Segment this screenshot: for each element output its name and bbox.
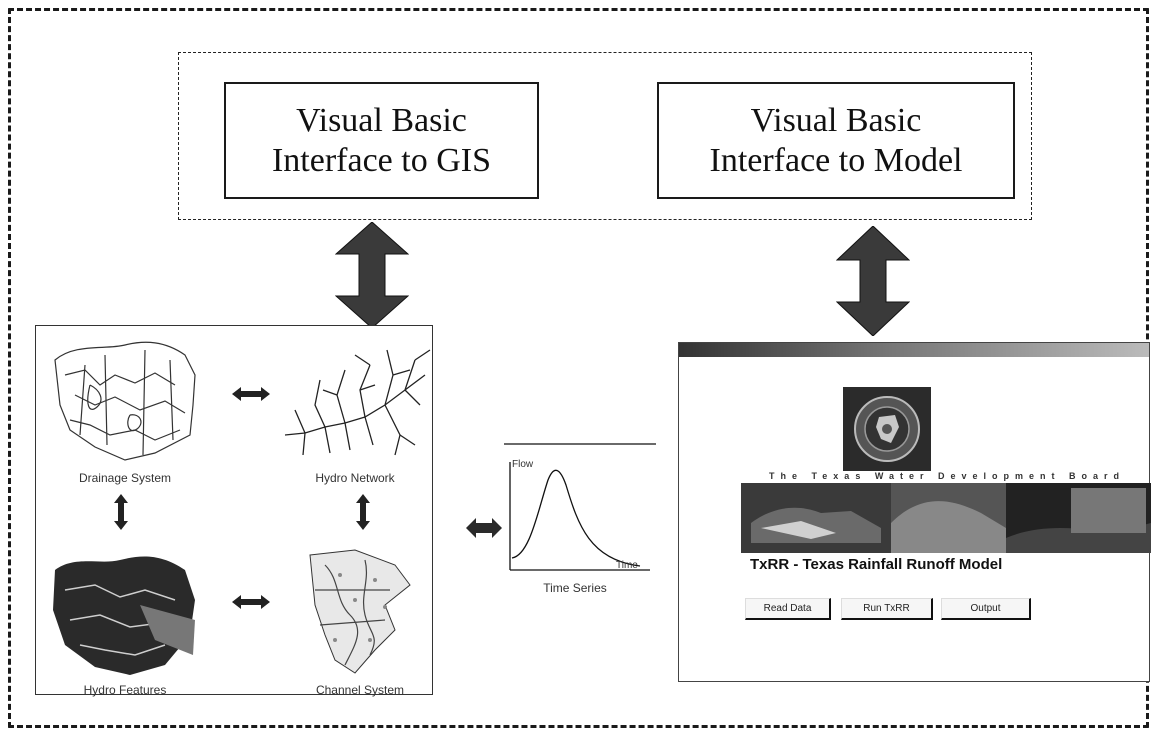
model-interface-box: Visual Basic Interface to Model [657, 82, 1015, 199]
hydro-network-caption: Hydro Network [315, 471, 395, 485]
landscape-photo-strip [741, 483, 1151, 553]
time-series-caption: Time Series [543, 581, 607, 595]
hydro-network-map [284, 349, 431, 456]
time-axis-label: Time [616, 560, 638, 571]
drainage-features-arrow [114, 494, 128, 530]
output-button[interactable]: Output [941, 598, 1031, 620]
app-titlebar [679, 343, 1149, 357]
gis-link-arrow [335, 222, 409, 328]
read-data-button[interactable]: Read Data [745, 598, 831, 620]
model-title: TxRR - Texas Rainfall Runoff Model [750, 556, 1003, 573]
time-series-chart [504, 443, 656, 571]
gis-interface-line1: Visual Basic [296, 101, 467, 139]
model-interface-line2: Interface to Model [709, 141, 963, 179]
gis-interface-line2: Interface to GIS [271, 141, 491, 179]
drainage-network-arrow [232, 387, 270, 401]
hydro-features-map [53, 556, 195, 675]
interface-group-frame [178, 52, 1032, 220]
gis-interface-box: Visual Basic Interface to GIS [224, 82, 539, 199]
board-banner: The Texas Water Development Board [768, 471, 1126, 481]
twdb-seal-logo [843, 387, 931, 471]
model-interface-line1: Visual Basic [750, 101, 922, 139]
flow-axis-label: Flow [512, 459, 534, 470]
gis-timeseries-arrow [466, 518, 502, 538]
run-txrr-button[interactable]: Run TxRR [841, 598, 933, 620]
drainage-system-map [54, 341, 196, 461]
network-channel-arrow [356, 494, 370, 530]
model-link-arrow [836, 226, 910, 336]
channel-system-caption: Channel System [315, 683, 405, 697]
channel-system-map [309, 549, 411, 674]
features-channel-arrow [232, 595, 270, 609]
hydro-features-caption: Hydro Features [83, 683, 167, 697]
drainage-system-caption: Drainage System [78, 471, 172, 485]
